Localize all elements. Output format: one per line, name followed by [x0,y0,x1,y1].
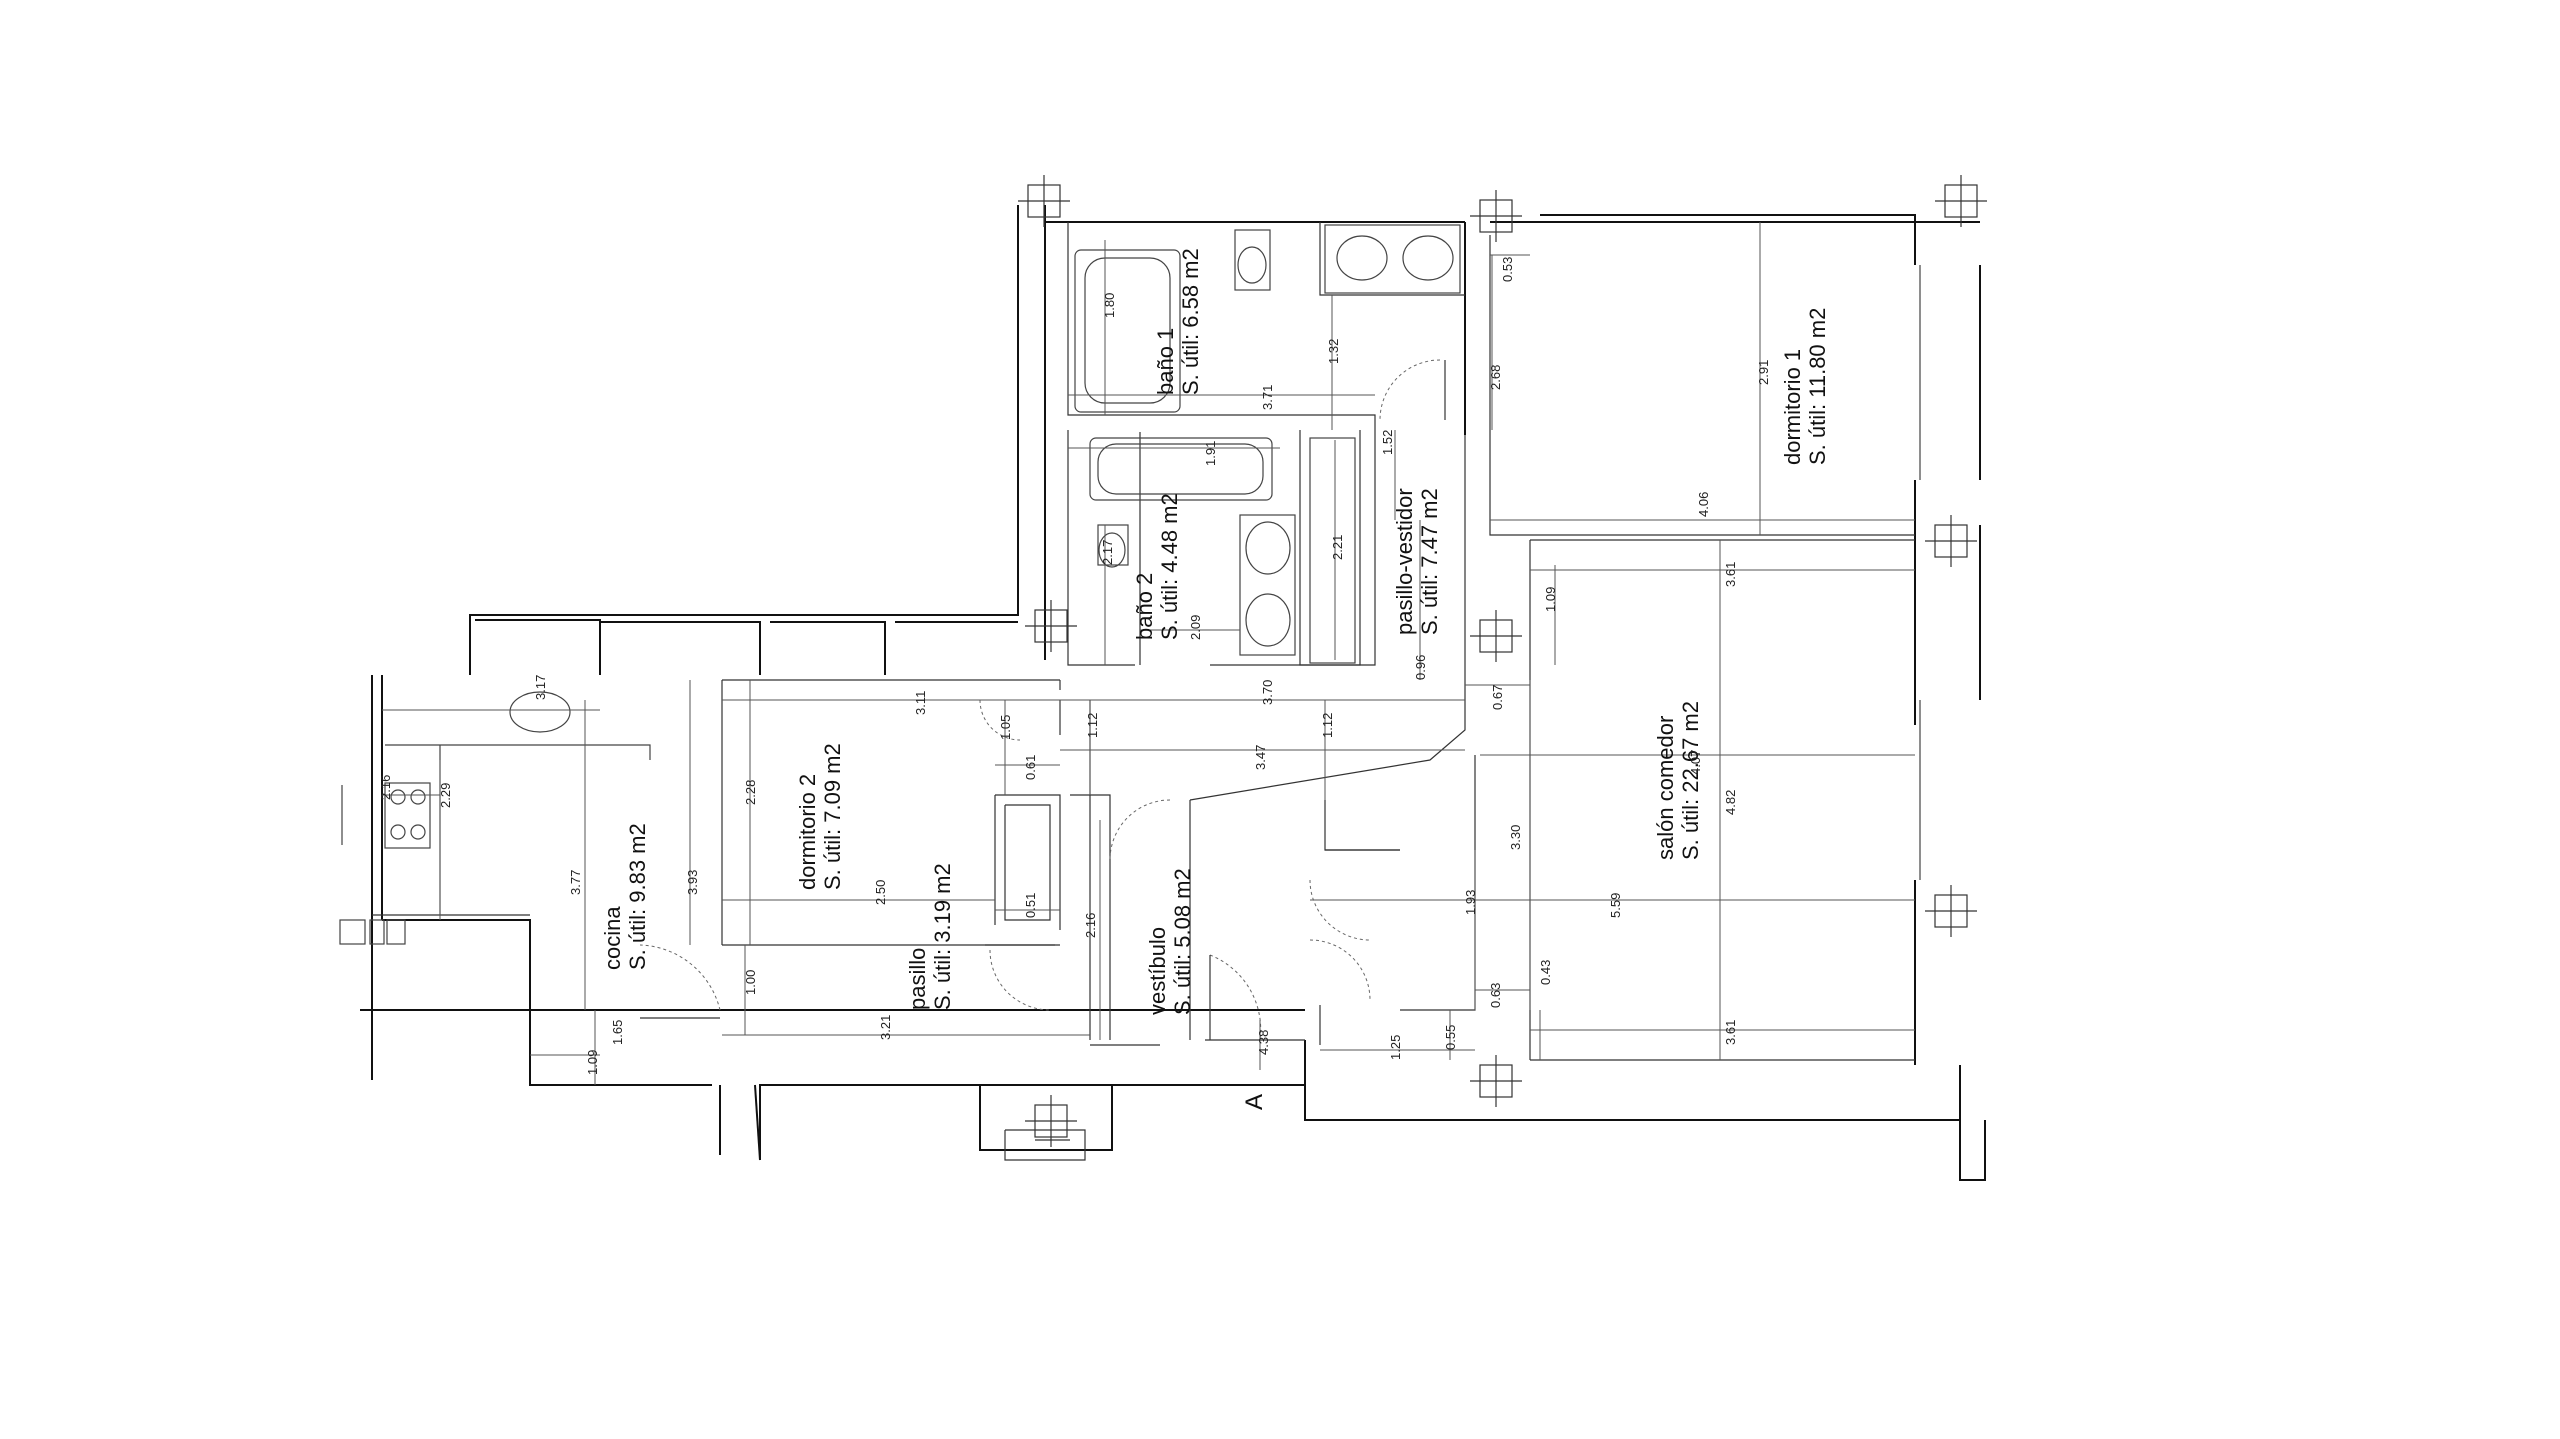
dimension-label: 3.11 [913,691,928,715]
dimension-label: 5.59 [1608,893,1623,918]
dimension-label: 2.17 [1100,540,1115,565]
room-area-pasillo-vestidor: S. útil: 7.47 m2 [1417,488,1442,635]
section-mark: A [1241,1094,1268,1110]
dimension-label: 1.52 [1380,430,1395,455]
dimension-label: 2.16 [1083,913,1098,938]
dimension-label: 1.09 [585,1050,600,1075]
room-name-salon: salón comedor [1653,716,1678,860]
room-labels: baño 1 S. útil: 6.58 m2 baño 2 S. útil: … [600,248,1830,1015]
dimension-label: 0.53 [1500,257,1515,282]
room-area-dormitorio2: S. útil: 7.09 m2 [820,743,845,890]
door-swings [639,359,1446,1041]
dimension-label: 2.16 [378,775,393,800]
dimension-label: 3.93 [685,870,700,895]
dimension-label: 3.77 [568,870,583,895]
dimension-label: 0.63 [1488,983,1503,1008]
dimension-label: 0.67 [1490,685,1505,710]
dimension-lines [382,222,1915,1085]
dimension-label: 3.47 [1253,745,1268,770]
dimension-label: 4.07 [1688,750,1703,775]
room-name-vestibulo: vestíbulo [1145,927,1170,1015]
room-name-bano2: baño 2 [1132,573,1157,640]
room-name-pasillo-vestidor: pasillo-vestidor [1392,488,1417,635]
column-marker [1925,885,1977,937]
room-area-bano2: S. útil: 4.48 m2 [1157,493,1182,640]
dimension-label: 0.55 [1443,1025,1458,1050]
room-name-pasillo: pasillo [905,948,930,1010]
room-name-bano1: baño 1 [1153,328,1178,395]
dimension-label: 2.29 [438,783,453,808]
dimension-label: 3.21 [878,1015,893,1040]
dimension-label: 3.70 [1260,680,1275,705]
dimension-label: 3.71 [1260,385,1275,410]
dimension-label: 1.93 [1463,890,1478,915]
dimension-label: 2.28 [743,780,758,805]
dimension-label: 0.51 [1023,893,1038,918]
dimension-label: 1.65 [610,1020,625,1045]
dimension-label: 1.32 [1326,339,1341,364]
dimension-label: 0.43 [1538,960,1553,985]
column-marker [1935,175,1987,227]
room-name-dormitorio1: dormitorio 1 [1780,349,1805,465]
dimension-label: 1.00 [743,970,758,995]
dimension-label: 0.96 [1413,655,1428,680]
dimension-label: 1.12 [1085,713,1100,738]
dimension-label: 3.61 [1723,1020,1738,1045]
dimension-label: 1.12 [1320,713,1335,738]
room-area-bano1: S. útil: 6.58 m2 [1178,248,1203,395]
fixtures [339,224,1921,945]
room-name-dormitorio2: dormitorio 2 [795,774,820,890]
column-marker [1025,1095,1077,1147]
room-area-vestibulo: S. útil: 5.08 m2 [1170,868,1195,1015]
exterior-walls [360,205,1986,1181]
column-marker [1025,600,1077,652]
column-markers [1018,175,1987,1147]
dimension-label: 4.38 [1256,1030,1271,1055]
dimension-label: 3.17 [533,675,548,700]
dimension-label: 3.30 [1508,825,1523,850]
dimension-label: 1.80 [1102,293,1117,318]
dimension-label: 1.25 [1388,1035,1403,1060]
dimension-label: 0.61 [1023,755,1038,780]
room-area-salon: S. útil: 22.67 m2 [1678,701,1703,860]
column-marker [1470,610,1522,662]
room-name-cocina: cocina [600,906,625,970]
dimension-label: 1.91 [1203,441,1218,466]
dimension-label: 2.68 [1488,365,1503,390]
dimension-label: 4.06 [1696,492,1711,517]
column-marker [1018,175,1070,227]
dimension-label: 1.05 [998,715,1013,740]
dimension-label: 2.09 [1188,615,1203,640]
dimension-label: 4.82 [1723,790,1738,815]
room-area-dormitorio1: S. útil: 11.80 m2 [1805,308,1830,465]
dimension-label: 2.50 [873,880,888,905]
room-area-pasillo: S. útil: 3.19 m2 [930,863,955,1010]
dimension-label: 3.61 [1723,562,1738,587]
dimension-label: 1.09 [1543,587,1558,612]
dimension-labels: 1.80 3.71 1.32 0.53 2.68 2.91 4.06 1.91 … [378,257,1771,1075]
room-area-cocina: S. útil: 9.83 m2 [625,823,650,970]
balconies [759,1084,1305,1161]
column-marker [1470,1055,1522,1107]
dimension-label: 2.91 [1756,360,1771,385]
column-marker [1925,515,1977,567]
dimension-label: 2.21 [1330,535,1345,560]
column-marker [1470,190,1522,242]
